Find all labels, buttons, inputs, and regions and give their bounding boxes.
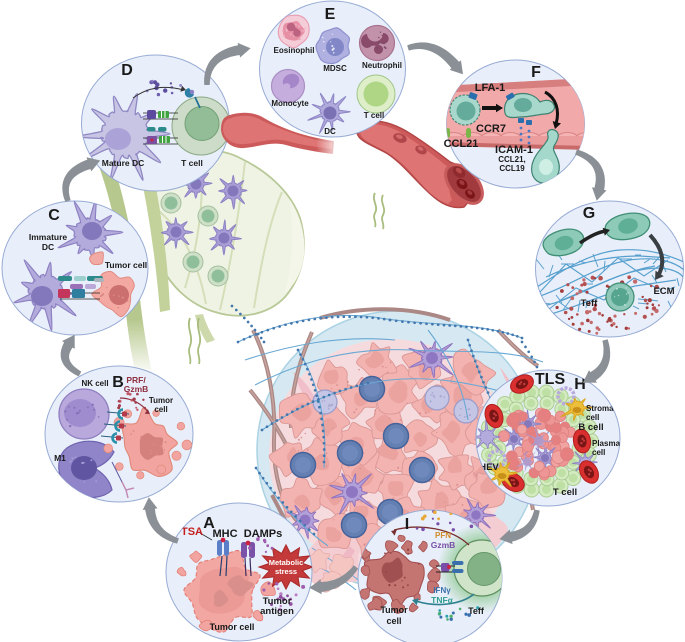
- svg-text:Tumor cell: Tumor cell: [105, 260, 147, 270]
- svg-text:MHC: MHC: [212, 528, 237, 540]
- svg-text:ICAM-1: ICAM-1: [495, 144, 533, 156]
- svg-text:T cell: T cell: [364, 111, 384, 120]
- svg-text:CCL21: CCL21: [444, 138, 479, 150]
- svg-text:A: A: [203, 515, 215, 532]
- svg-text:antigen: antigen: [260, 606, 294, 617]
- svg-text:E: E: [325, 6, 336, 23]
- svg-text:Metabolic: Metabolic: [269, 558, 304, 567]
- svg-text:cell: cell: [586, 413, 599, 422]
- svg-text:GzmB: GzmB: [431, 540, 456, 550]
- svg-text:PFN: PFN: [435, 531, 451, 540]
- svg-text:H: H: [574, 376, 586, 393]
- svg-text:cell: cell: [154, 405, 167, 414]
- svg-text:Tumor cell: Tumor cell: [210, 622, 255, 632]
- svg-text:B: B: [112, 374, 124, 391]
- svg-text:Teff: Teff: [468, 606, 485, 616]
- svg-text:HEV: HEV: [479, 462, 499, 473]
- svg-text:M1: M1: [54, 453, 66, 463]
- svg-text:Teff: Teff: [581, 298, 599, 309]
- svg-text:Tumor: Tumor: [149, 396, 173, 405]
- svg-text:T cell: T cell: [553, 487, 577, 498]
- svg-text:D: D: [121, 62, 133, 79]
- svg-text:DAMPs: DAMPs: [244, 528, 283, 540]
- svg-text:G: G: [583, 205, 595, 222]
- svg-text:Immature: Immature: [29, 232, 68, 242]
- svg-text:I: I: [405, 516, 409, 533]
- svg-text:B cell: B cell: [578, 422, 603, 433]
- svg-text:T cell: T cell: [181, 158, 203, 168]
- svg-text:ECM: ECM: [653, 286, 674, 297]
- svg-text:TSA: TSA: [181, 526, 203, 538]
- svg-text:NK cell: NK cell: [81, 379, 108, 388]
- svg-text:CCL21,: CCL21,: [498, 155, 526, 164]
- svg-text:Neutrophil: Neutrophil: [362, 61, 402, 70]
- svg-text:F: F: [531, 64, 541, 81]
- svg-text:C: C: [48, 207, 60, 224]
- svg-text:CCR7: CCR7: [476, 123, 506, 135]
- svg-text:MDSC: MDSC: [323, 64, 347, 73]
- svg-text:DC: DC: [42, 242, 54, 252]
- svg-text:TNFα: TNFα: [431, 595, 454, 605]
- svg-text:Tumor: Tumor: [263, 596, 292, 607]
- svg-text:Plasma: Plasma: [592, 439, 621, 448]
- svg-text:Monocyte: Monocyte: [271, 99, 309, 108]
- svg-text:Tumor: Tumor: [380, 605, 408, 615]
- svg-text:Stromal: Stromal: [586, 404, 616, 413]
- svg-text:Eosinophil: Eosinophil: [274, 46, 315, 55]
- svg-text:CCL19: CCL19: [499, 164, 525, 173]
- svg-text:Mature DC: Mature DC: [102, 158, 145, 168]
- svg-text:cell: cell: [386, 616, 401, 626]
- svg-text:DC: DC: [324, 127, 336, 136]
- svg-text:LFA-1: LFA-1: [475, 82, 506, 94]
- svg-text:GzmB: GzmB: [124, 384, 149, 394]
- svg-text:IFNγ: IFNγ: [433, 586, 451, 595]
- svg-text:TLS: TLS: [535, 371, 566, 388]
- svg-text:PRF/: PRF/: [126, 375, 146, 385]
- svg-text:stress: stress: [275, 567, 297, 576]
- svg-text:cell: cell: [592, 448, 605, 457]
